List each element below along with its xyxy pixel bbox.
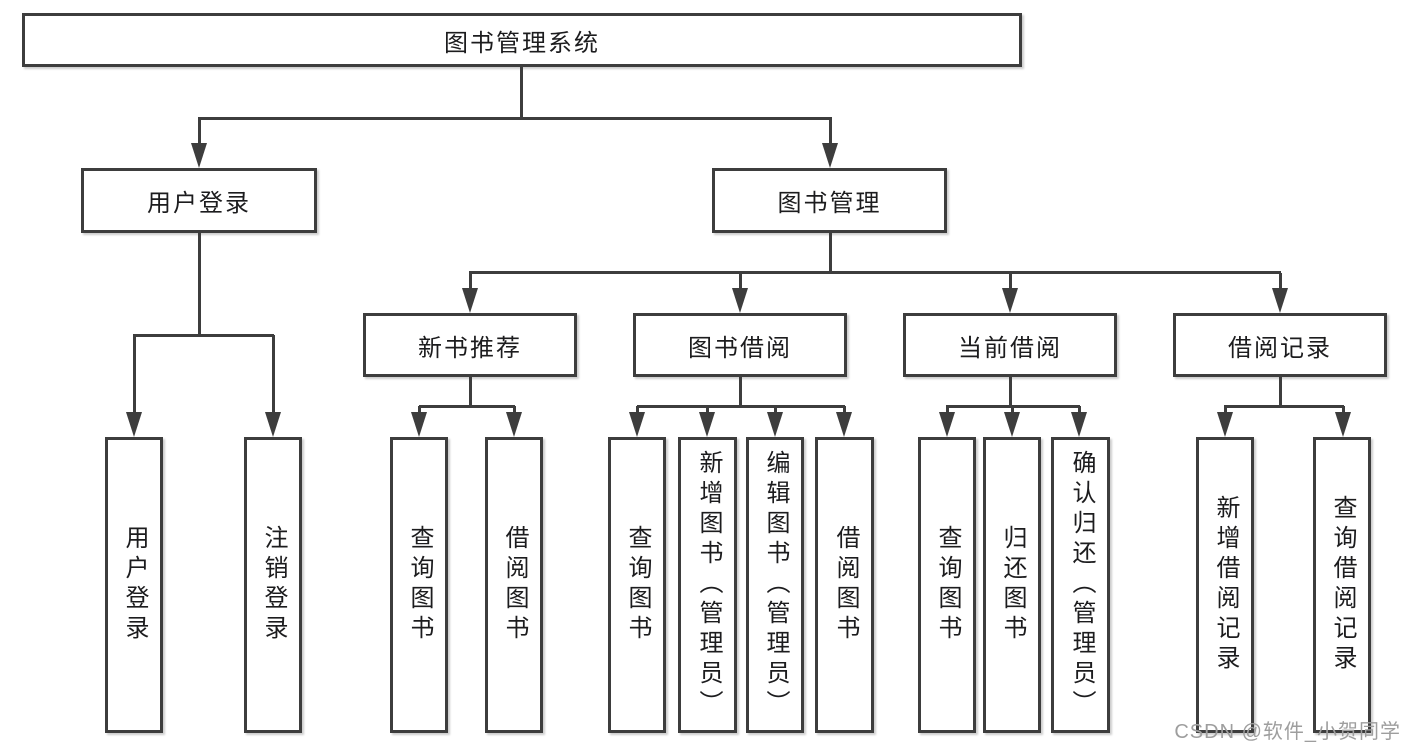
node-library-management-system: 图书管理系统: [22, 13, 1022, 67]
node-book-borrowing: 图书借阅: [633, 313, 847, 377]
leaf-query-borrow-record: 查询借阅记录: [1313, 437, 1371, 733]
connector-newbook-trunk: [469, 377, 472, 407]
leaf-user-login: 用户登录: [105, 437, 163, 733]
arrow-down-icon: [767, 412, 783, 437]
connector-user-login-branch: [133, 334, 274, 337]
node-current-borrowing: 当前借阅: [903, 313, 1117, 377]
connector-bookborrow-branch: [637, 405, 845, 408]
connector-arrow-shaft: [469, 273, 472, 291]
leaf-add-borrow-record: 新增借阅记录: [1196, 437, 1254, 733]
connector-level2-branch: [198, 117, 832, 120]
connector-arrow-shaft: [1342, 406, 1345, 416]
arrow-down-icon: [699, 412, 715, 437]
connector-arrow-shaft: [1011, 406, 1014, 416]
connector-arrow-shaft: [1078, 406, 1081, 416]
connector-arrow-shaft: [133, 335, 136, 415]
connector-records-trunk: [1279, 377, 1282, 407]
node-book-management: 图书管理: [712, 168, 947, 233]
connector-arrow-shaft: [774, 406, 777, 416]
connector-arrow-shaft: [706, 406, 709, 416]
node-new-book-recommendation: 新书推荐: [363, 313, 577, 377]
connector-bookborrow-trunk: [739, 377, 742, 408]
connector-root-trunk: [520, 67, 523, 119]
connector-arrow-shaft: [829, 118, 832, 146]
connector-user-login-trunk: [198, 233, 201, 337]
connector-arrow-shaft: [513, 406, 516, 416]
arrow-down-icon: [1004, 412, 1020, 437]
connector-arrow-shaft: [418, 406, 421, 416]
arrow-down-icon: [1217, 412, 1233, 437]
arrow-down-icon: [411, 412, 427, 437]
arrow-down-icon: [1335, 412, 1351, 437]
connector-arrow-shaft: [946, 406, 949, 416]
arrow-down-icon: [126, 412, 142, 437]
leaf-return-book: 归还图书: [983, 437, 1041, 733]
leaf-query-books-borrow: 查询图书: [608, 437, 666, 733]
connector-arrow-shaft: [272, 335, 275, 415]
leaf-query-books-recommend: 查询图书: [390, 437, 448, 733]
leaf-confirm-return-admin: 确认归还（管理员）: [1051, 437, 1110, 733]
arrow-down-icon: [462, 288, 478, 313]
arrow-down-icon: [822, 143, 838, 168]
arrow-down-icon: [506, 412, 522, 437]
arrow-down-icon: [732, 288, 748, 313]
arrow-down-icon: [629, 412, 645, 437]
leaf-edit-book-admin: 编辑图书（管理员）: [746, 437, 804, 733]
connector-level3-branch: [469, 271, 1281, 274]
connector-arrow-shaft: [843, 406, 846, 416]
arrow-down-icon: [1071, 412, 1087, 437]
connector-arrow-shaft: [1009, 273, 1012, 291]
connector-arrow-shaft: [636, 406, 639, 416]
arrow-down-icon: [1272, 288, 1288, 313]
connector-records-branch: [1224, 405, 1344, 408]
connector-arrow-shaft: [1279, 273, 1282, 291]
leaf-add-book-admin: 新增图书（管理员）: [678, 437, 737, 733]
node-user-login: 用户登录: [81, 168, 317, 233]
leaf-borrow-books-recommend: 借阅图书: [485, 437, 543, 733]
connector-arrow-shaft: [1224, 406, 1227, 416]
arrow-down-icon: [191, 143, 207, 168]
leaf-borrow-books: 借阅图书: [815, 437, 874, 733]
node-borrowing-records: 借阅记录: [1173, 313, 1387, 377]
connector-arrow-shaft: [198, 118, 201, 146]
arrow-down-icon: [1002, 288, 1018, 313]
leaf-query-books-current: 查询图书: [918, 437, 976, 733]
arrow-down-icon: [836, 412, 852, 437]
connector-newbook-branch: [419, 405, 515, 408]
connector-currentborrow-trunk: [1009, 377, 1012, 408]
leaf-logout: 注销登录: [244, 437, 302, 733]
connector-book-management-trunk: [829, 233, 832, 273]
arrow-down-icon: [939, 412, 955, 437]
connector-arrow-shaft: [739, 273, 742, 291]
csdn-watermark: CSDN @软件_小贺同学: [1174, 721, 1401, 743]
arrow-down-icon: [265, 412, 281, 437]
